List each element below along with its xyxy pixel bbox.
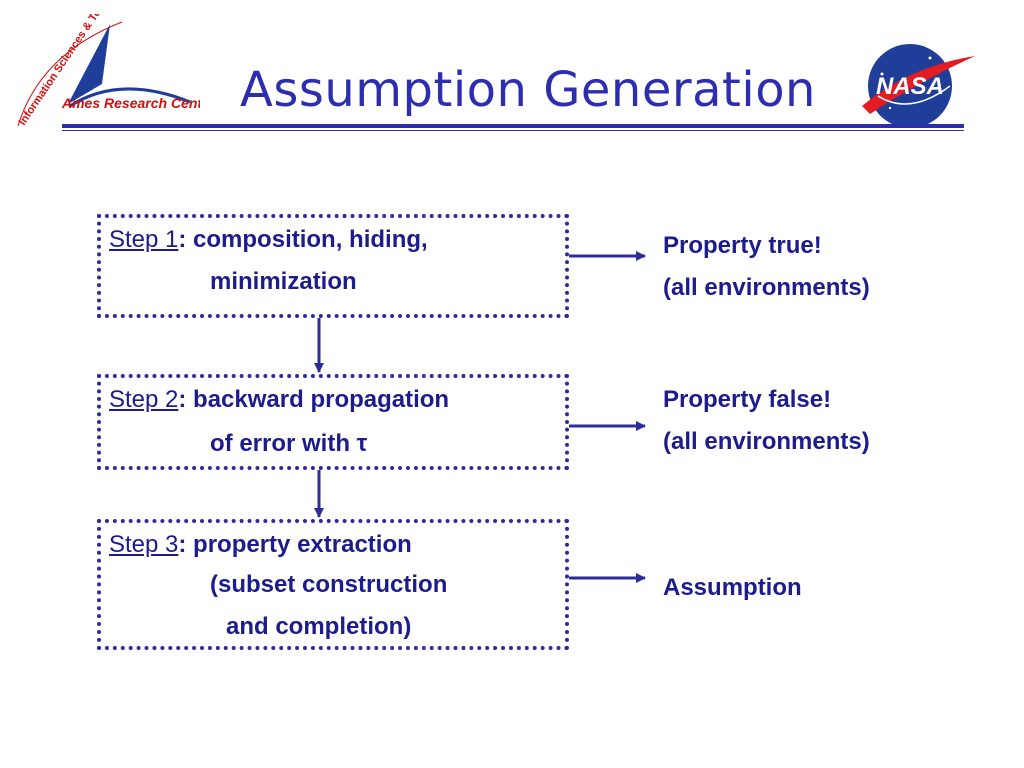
step-2-box [97, 374, 569, 470]
step-2-line-1: Step 2: backward propagation [109, 386, 449, 414]
result-2-line-2: (all environments) [663, 428, 870, 455]
step-1-label: Step 1 [109, 226, 179, 253]
step-2-label: Step 2 [109, 386, 179, 413]
step-3-text-1: : property extraction [178, 531, 412, 558]
step-1-text-1: : composition, hiding, [178, 226, 428, 253]
step-3-label: Step 3 [109, 531, 179, 558]
title-underline [62, 124, 964, 128]
step-2-text-1: : backward propagation [178, 386, 450, 413]
result-1-line-1: Property true! [663, 232, 822, 259]
nasa-logo-text: NASA [876, 73, 944, 100]
title-underline-thin [62, 130, 964, 131]
nasa-logo: NASA [860, 36, 980, 136]
slide-title: Assumption Generation [240, 62, 816, 118]
ames-research-center-logo: Information Sciences & Technology Ames R… [10, 0, 217, 134]
step-1-box [97, 214, 569, 318]
step-3-line-2: (subset construction [210, 571, 448, 598]
ames-logo-text: Ames Research Center [61, 95, 200, 111]
result-2-line-1: Property false! [663, 386, 832, 413]
step-3-line-3: and completion) [226, 613, 412, 640]
step-3-line-1: Step 3: property extraction [109, 531, 412, 559]
step-3-box [97, 519, 569, 650]
result-1-line-2: (all environments) [663, 274, 870, 301]
step-1-line-1: Step 1: composition, hiding, [109, 226, 428, 254]
step-2-line-2: of error with τ [210, 430, 368, 457]
step-1-line-2: minimization [210, 268, 357, 295]
result-3-line-1: Assumption [663, 574, 802, 601]
